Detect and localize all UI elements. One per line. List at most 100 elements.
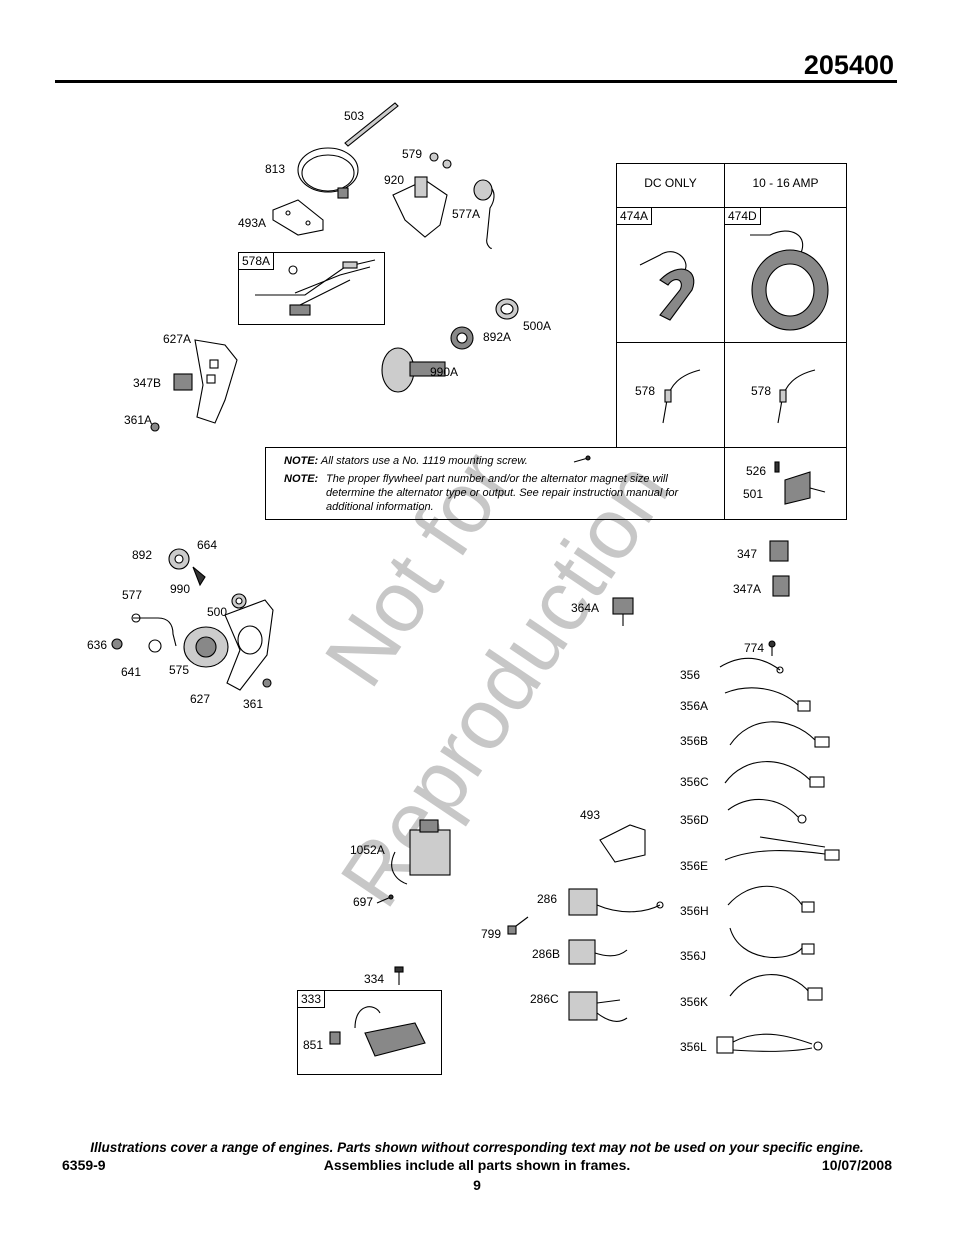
page-model-number: 205400 [803, 50, 894, 80]
part-label-813: 813 [265, 162, 286, 176]
nut-579-illustration [429, 152, 452, 169]
frame-333: 333 [297, 990, 442, 1075]
frame-578A: 578A [238, 252, 385, 325]
note2-text: The proper flywheel part number and/or t… [326, 473, 679, 513]
part-label-627A: 627A [163, 332, 192, 346]
ignition-coil-333-illustration [329, 1006, 426, 1057]
note-divider [724, 448, 725, 519]
part-label-356E: 356E [680, 859, 709, 873]
part-label-347: 347 [737, 547, 758, 561]
frame-tag-474A: 474A [617, 208, 653, 225]
part-label-575: 575 [169, 663, 190, 677]
key-990A-illustration [381, 347, 446, 393]
part-label-347A: 347A [733, 582, 762, 596]
panel-627A-illustration [194, 339, 238, 424]
wire-356A-illustration [724, 687, 811, 712]
regulator-501-illustration [774, 461, 826, 505]
wire-356H-illustration [727, 885, 815, 913]
wire-356J-illustration [729, 927, 815, 959]
part-label-526: 526 [746, 464, 767, 478]
part-label-892A: 892A [483, 330, 512, 344]
part-label-356L: 356L [680, 1040, 707, 1054]
switch-347-illustration [769, 540, 789, 562]
module-286-illustration [568, 888, 664, 916]
lead-578-right-illustration [777, 369, 816, 424]
footer-disclaimer: Illustrations cover a range of engines. … [90, 1140, 864, 1155]
module-286C-illustration [568, 991, 628, 1022]
part-label-356: 356 [680, 668, 701, 682]
part-label-636: 636 [87, 638, 108, 652]
table-header-dc-only: DC ONLY [644, 176, 697, 190]
part-label-577A: 577A [452, 207, 481, 221]
part-label-500: 500 [207, 605, 228, 619]
wire-356-illustration [719, 657, 784, 674]
washer-500A-illustration [495, 298, 519, 320]
ignition-switch-575-illustration [183, 626, 229, 668]
panel-627-illustration [224, 599, 274, 691]
switch-892A-illustration [450, 326, 474, 350]
frame-tag-474D: 474D [725, 208, 761, 225]
part-label-501: 501 [743, 487, 764, 501]
part-label-361: 361 [243, 697, 264, 711]
footer-doc-number: 6359-9 [62, 1157, 106, 1173]
part-label-892: 892 [132, 548, 153, 562]
footer-date: 10/07/2008 [821, 1157, 892, 1173]
screw-1119-icon [573, 455, 591, 463]
wire-577-illustration [131, 613, 177, 647]
part-label-990: 990 [170, 582, 191, 596]
bracket-503-illustration [344, 102, 399, 147]
note2-prefix: NOTE: [284, 473, 319, 485]
part-label-578-right: 578 [751, 384, 772, 398]
note1-prefix: NOTE: [284, 455, 319, 467]
screw-361A-illustration [150, 422, 160, 432]
footer-page-number: 9 [473, 1177, 481, 1193]
fitting-799-illustration [507, 916, 529, 935]
switch-364A-illustration [612, 597, 634, 626]
part-label-286: 286 [537, 892, 558, 906]
washer-641-illustration [148, 639, 162, 653]
part-label-799: 799 [481, 927, 502, 941]
stator-474D-illustration [750, 230, 829, 331]
wire-577A-illustration [473, 179, 495, 250]
part-label-503: 503 [344, 109, 365, 123]
table-divider-row1 [617, 207, 846, 208]
wire-356L-illustration [716, 1033, 823, 1054]
frame-tag-333: 333 [298, 991, 326, 1008]
wire-356D-illustration [727, 799, 807, 824]
nut-636-illustration [111, 638, 123, 650]
part-label-356B: 356B [680, 734, 709, 748]
note1-text: All stators use a No. 1119 mounting scre… [320, 455, 528, 467]
part-label-493A: 493A [238, 216, 267, 230]
wire-356B-illustration [729, 721, 830, 748]
note1: NOTE: All stators use a No. 1119 mountin… [284, 454, 528, 468]
part-label-347B: 347B [133, 376, 162, 390]
module-286B-illustration [568, 939, 628, 965]
switch-892-illustration [168, 548, 206, 587]
part-label-356A: 356A [680, 699, 709, 713]
part-label-578-left: 578 [635, 384, 656, 398]
part-label-356C: 356C [680, 775, 709, 789]
part-label-641: 641 [121, 665, 142, 679]
lead-578-left-illustration [662, 369, 701, 424]
part-label-334: 334 [364, 972, 385, 986]
part-label-664: 664 [197, 538, 218, 552]
solenoid-1052A-illustration [391, 819, 451, 885]
part-label-990A: 990A [430, 365, 459, 379]
screw-334-illustration [394, 966, 404, 985]
bracket-493A-illustration [272, 199, 324, 236]
screw-697-illustration [376, 894, 394, 904]
wire-356K-illustration [729, 974, 823, 1001]
clamp-band-813-illustration [297, 147, 359, 199]
wire-356C-illustration [724, 761, 825, 788]
note-box [265, 447, 847, 520]
throttle-bracket-920-illustration [392, 176, 448, 238]
table-divider-vertical [724, 164, 725, 447]
part-label-286B: 286B [532, 947, 561, 961]
part-label-364A: 364A [571, 601, 600, 615]
screw-361-illustration [262, 678, 272, 688]
wire-356E-illustration [724, 836, 840, 861]
part-label-577: 577 [122, 588, 143, 602]
part-label-697: 697 [353, 895, 374, 909]
footer-frames-note: Assemblies include all parts shown in fr… [323, 1157, 631, 1173]
switch-347B-illustration [173, 373, 193, 391]
